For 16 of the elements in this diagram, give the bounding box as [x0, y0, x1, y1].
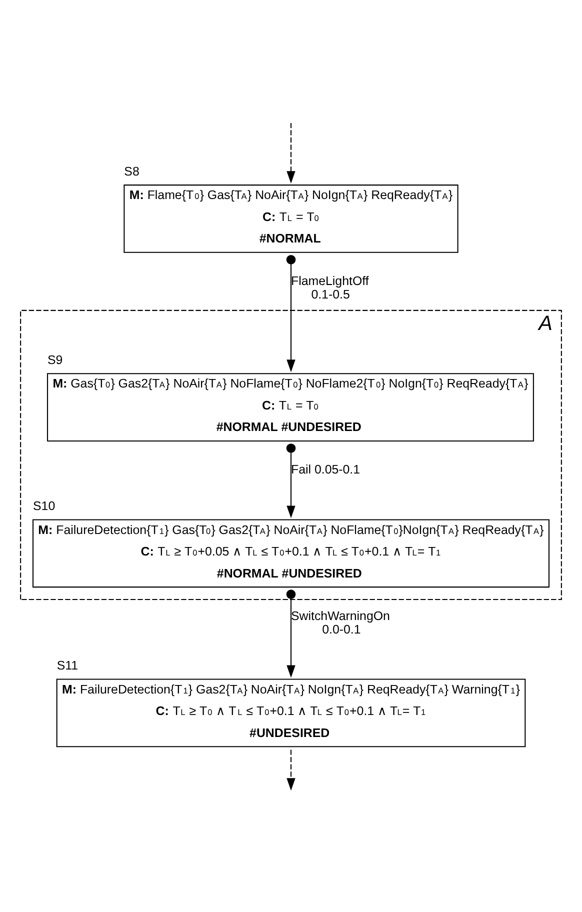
- node-label: S11: [56, 658, 78, 673]
- node-box: M: FailureDetection{T1} Gas{T0} Gas2{TA} NoAir{TA} NoFlame{T0}NoIgn{TA} ReqReady{TA} C: TL ≥ T0+0.05 ∧ TL ≤ T0+0.1 ∧ TL ≤ T0+0.1 ∧ TL= T1 #NORMAL #UNDESIRED: [32, 519, 550, 588]
- node-box: M: Flame{T0} Gas{TA} NoAir{TA} NoIgn{TA} ReqReady{TA} C: TL = T0 #NORMAL: [124, 184, 458, 253]
- arrow: [286, 122, 296, 184]
- edge-label: FlameLightOff 0.1-0.5: [291, 274, 369, 302]
- arrow: [286, 750, 296, 791]
- edge-label: SwitchWarningOn 0.0-0.1: [291, 608, 390, 636]
- node-box: M: FailureDetection{T1} Gas2{TA} NoAir{TA} NoIgn{TA} ReqReady{TA} Warning{T1} C: TL ≥ T0 ∧ TL ≤ T0+0.1 ∧ TL ≤ T0+0.1 ∧ TL= T1 #UNDESIRED: [56, 678, 526, 748]
- arrow: [286, 255, 296, 372]
- node-label: S9: [48, 352, 63, 367]
- node-box: M: Gas{T0} Gas2{TA} NoAir{TA} NoFlame{T0} NoFlame2{T0} NoIgn{T0} ReqReady{TA} C: TL = T0 #NORMAL #UNDESIRED: [47, 373, 534, 442]
- node-label: S8: [124, 164, 140, 178]
- edge-label: Fail 0.05-0.1: [291, 462, 360, 477]
- arrow: [286, 444, 296, 518]
- arrow: [286, 590, 296, 678]
- node-label: S10: [33, 498, 56, 513]
